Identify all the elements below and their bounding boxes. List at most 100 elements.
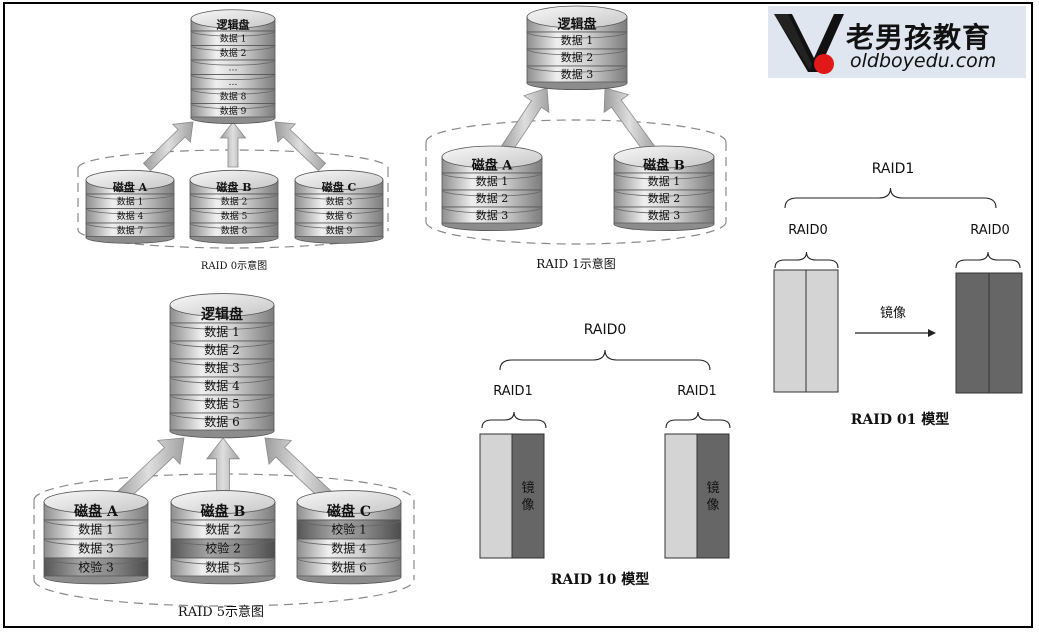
band-line xyxy=(189,208,279,215)
cylinder-row-label: 数据 2 xyxy=(205,522,240,537)
cylinder-top xyxy=(85,169,175,191)
brand-site: oldboyedu.com xyxy=(850,50,997,72)
cylinder-row-label: 数据 3 xyxy=(78,541,113,556)
cylinder-row-label: 校验 1 xyxy=(331,522,366,537)
cylinder-bottom xyxy=(170,575,276,585)
cylinder-title: 磁盘 B xyxy=(643,157,685,173)
raid1-disk-region xyxy=(425,119,727,245)
cylinder-row-label: 数据 1 xyxy=(648,174,681,188)
raid0-arrow-a xyxy=(142,121,194,172)
band-line xyxy=(169,322,275,330)
raid0-disk-1: 数据 2 数据 5 数据 8 磁盘 B xyxy=(189,169,279,244)
raid1-caption: RAID 1示意图 xyxy=(536,256,616,271)
band-line xyxy=(613,206,715,214)
band-line xyxy=(613,172,715,180)
raid0-arrow-b xyxy=(219,121,247,168)
cylinder-row-label: 数据 1 xyxy=(561,33,594,47)
raid5-disk-0: 数据 1数据 3校验 3磁盘 A xyxy=(43,490,149,585)
band-line xyxy=(170,557,276,565)
raid01-right-brace xyxy=(955,251,1021,269)
cylinder-row-label: 数据 8 xyxy=(220,90,247,102)
cylinder-row-label: … xyxy=(229,63,238,73)
brand-name: 老男孩教育 xyxy=(846,21,992,54)
band-line xyxy=(170,538,276,546)
band-line xyxy=(526,48,628,56)
cylinder-row-label: … xyxy=(229,78,238,88)
dash-top xyxy=(425,119,727,143)
raid01-mirror-arrowhead xyxy=(928,329,936,337)
cylinder-bottom xyxy=(294,236,384,244)
dash-bottom xyxy=(33,579,415,607)
band-line xyxy=(190,88,276,95)
cylinder-title: 磁盘 C xyxy=(327,503,371,520)
band-line xyxy=(441,189,543,197)
band-line xyxy=(296,538,402,546)
raid10-caption: RAID 10 模型 xyxy=(551,571,649,588)
cylinder-row-label: 数据 8 xyxy=(221,224,248,236)
cylinder-row-label: 数据 2 xyxy=(648,191,681,205)
cylinder-row-label: 数据 1 xyxy=(204,324,239,339)
band-line xyxy=(294,208,384,215)
raid5-disk-1: 数据 2校验 2数据 5磁盘 B xyxy=(170,490,276,585)
raid01-right-block-b xyxy=(988,272,1023,394)
cylinder-title: 磁盘 A xyxy=(472,157,514,173)
cylinder-row-label: 数据 1 xyxy=(78,522,113,537)
cylinder-top xyxy=(169,293,275,317)
cylinder-row-label: 数据 6 xyxy=(326,210,353,222)
cylinder-row-label: 数据 5 xyxy=(221,210,248,222)
cylinder-row-label: 数据 3 xyxy=(561,67,594,81)
raid5-disk-2: 校验 1数据 4数据 6磁盘 C xyxy=(296,490,402,585)
band-line xyxy=(85,222,175,229)
cylinder-title: 逻辑盘 xyxy=(201,306,243,323)
cylinder-bottom xyxy=(85,236,175,244)
band-line xyxy=(613,189,715,197)
raid10-right-label: RAID1 xyxy=(677,384,717,399)
band-line xyxy=(441,206,543,214)
band-line xyxy=(190,30,276,37)
band-line xyxy=(189,222,279,229)
cylinder-row-label: 数据 1 xyxy=(220,32,247,44)
raid0-caption: RAID 0示意图 xyxy=(201,259,267,272)
band-line xyxy=(294,222,384,229)
cylinder-bottom xyxy=(296,575,402,585)
cylinder-row-label: 数据 2 xyxy=(220,47,247,59)
cylinder-top xyxy=(170,490,276,514)
cylinder-row-label: 数据 4 xyxy=(204,378,240,393)
band-line xyxy=(526,65,628,73)
cylinder-row-label: 数据 1 xyxy=(117,195,144,207)
raid1-arrow-b xyxy=(603,87,656,155)
band-line xyxy=(294,193,384,200)
band-line xyxy=(85,193,175,200)
cylinder-title: 磁盘 A xyxy=(113,180,148,194)
raid01-mirror-label: 镜像 xyxy=(880,306,906,321)
cylinder-row-label: 数据 4 xyxy=(117,210,144,222)
cylinder-top xyxy=(190,9,276,29)
raid01-left-brace xyxy=(774,251,839,269)
cylinder-bottom xyxy=(190,116,276,124)
band-line xyxy=(170,519,276,527)
cylinder-title: 磁盘 A xyxy=(74,503,119,520)
band-line xyxy=(85,208,175,215)
cylinder-bottom xyxy=(169,429,275,439)
cylinder-title: 逻辑盘 xyxy=(557,17,596,33)
raid01-right-block-a xyxy=(955,272,990,394)
raid1-disk-1: 数据 1数据 2数据 3磁盘 B xyxy=(613,145,715,231)
raid10-right-brace xyxy=(665,411,731,429)
raid01-left-block-b xyxy=(805,269,839,393)
band-line xyxy=(43,519,149,527)
raid10-left-block-light xyxy=(479,433,513,559)
band-line xyxy=(190,103,276,109)
raid01-right-label: RAID0 xyxy=(970,223,1010,238)
cylinder-bottom xyxy=(526,81,628,90)
raid10-top-brace xyxy=(499,349,711,371)
cylinder-row-label: 数据 2 xyxy=(221,195,248,207)
cylinder-row-label: 数据 3 xyxy=(476,208,509,222)
cylinder-title: 磁盘 B xyxy=(216,180,251,194)
cylinder-row-label: 数据 9 xyxy=(326,224,353,236)
cylinder-row-label: 数据 2 xyxy=(476,191,509,205)
